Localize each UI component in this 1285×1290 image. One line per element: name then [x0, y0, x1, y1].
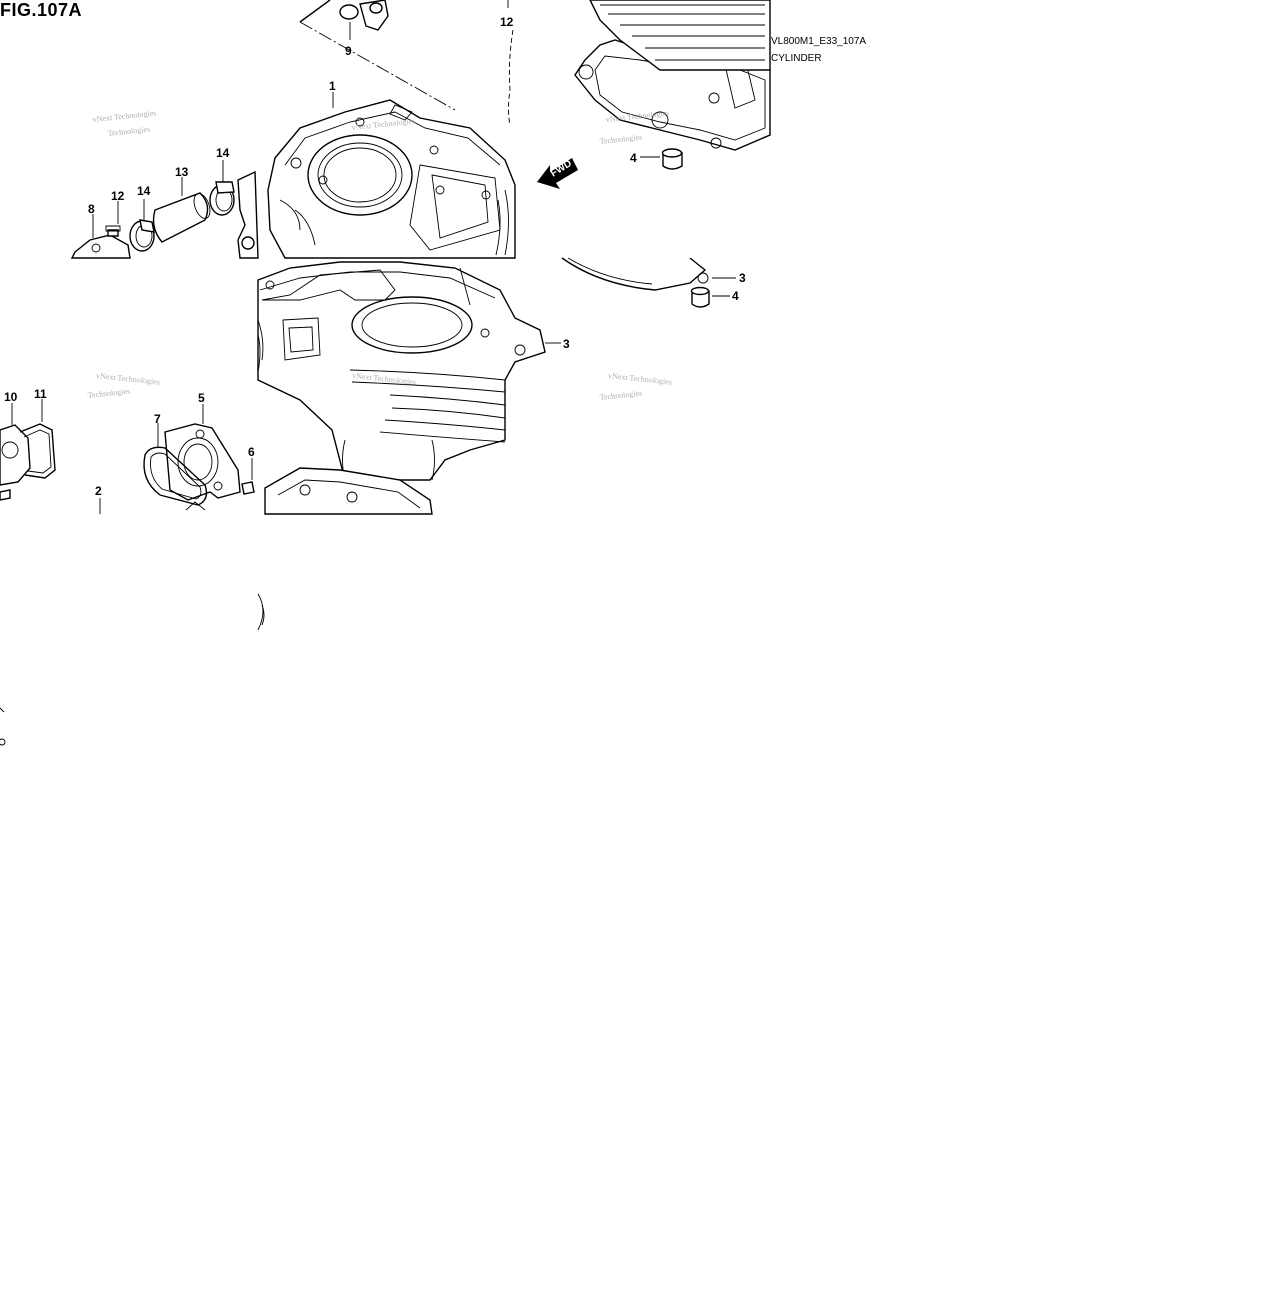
callout-12-top: 12 [500, 15, 514, 29]
callout-12-left: 12 [111, 189, 125, 203]
callout-4-top: 4 [630, 151, 637, 165]
front-cylinder-tile [267, 0, 516, 259]
lower-gasket-part [264, 467, 433, 515]
dowel-pin-part-2 [691, 290, 710, 308]
cover-gasket-part [143, 446, 208, 506]
water-pipe-part [70, 234, 131, 259]
group-name: CYLINDER [771, 53, 822, 64]
watermark-text: Technologies [107, 125, 150, 138]
cylinder-bore [307, 134, 413, 216]
rear-cylinder-part [257, 261, 546, 481]
callout-8: 8 [88, 202, 95, 216]
fragment-edge-1 [0, 707, 5, 713]
o-ring-part [339, 4, 359, 20]
callout-11: 11 [34, 387, 47, 401]
thermostat-tile [0, 399, 255, 514]
callout-5: 5 [198, 391, 205, 405]
callout-7: 7 [154, 412, 161, 426]
callout-4-mid: 4 [732, 289, 739, 303]
fwd-arrow: FWD [537, 158, 578, 189]
callout-9: 9 [345, 44, 352, 58]
watermark-text: Technologies [599, 133, 642, 146]
rear-cylinder-bore [351, 296, 473, 354]
fragment-lower [257, 593, 265, 631]
front-cylinder-part [267, 99, 516, 259]
figure-title: FIG.107A [0, 0, 83, 20]
callout-14-upper: 14 [216, 146, 230, 160]
thermostat-cover-part [164, 423, 241, 501]
gasket-tile-top: FWD [537, 0, 771, 189]
callout-1: 1 [329, 79, 336, 93]
water-hose-tile [70, 160, 259, 259]
watermark-text: vNext Technologies [92, 108, 157, 124]
watermark-text: vNext Technologies [608, 371, 673, 387]
thermostat-case-part [0, 424, 31, 486]
callout-3-mid: 3 [563, 337, 570, 351]
callout-10: 10 [4, 390, 18, 404]
gasket-tile-mid [561, 257, 736, 308]
callout-13: 13 [175, 165, 189, 179]
watermark-text: Technologies [87, 387, 130, 400]
watermark-text: Technologies [599, 389, 642, 402]
callout-3-right: 3 [739, 271, 746, 285]
callout-2: 2 [95, 484, 102, 498]
callout-14-lower: 14 [137, 184, 151, 198]
watermark-text: vNext Technologies [96, 371, 161, 387]
rear-cylinder-tile [257, 261, 561, 515]
fragment-edge-2 [0, 738, 6, 746]
callouts: 9 12 1 14 13 8 12 14 4 3 4 3 10 11 5 7 6… [4, 15, 746, 498]
callout-6: 6 [248, 445, 255, 459]
water-hose-part [152, 192, 209, 243]
model-code: VL800M1_E33_107A [771, 36, 867, 47]
